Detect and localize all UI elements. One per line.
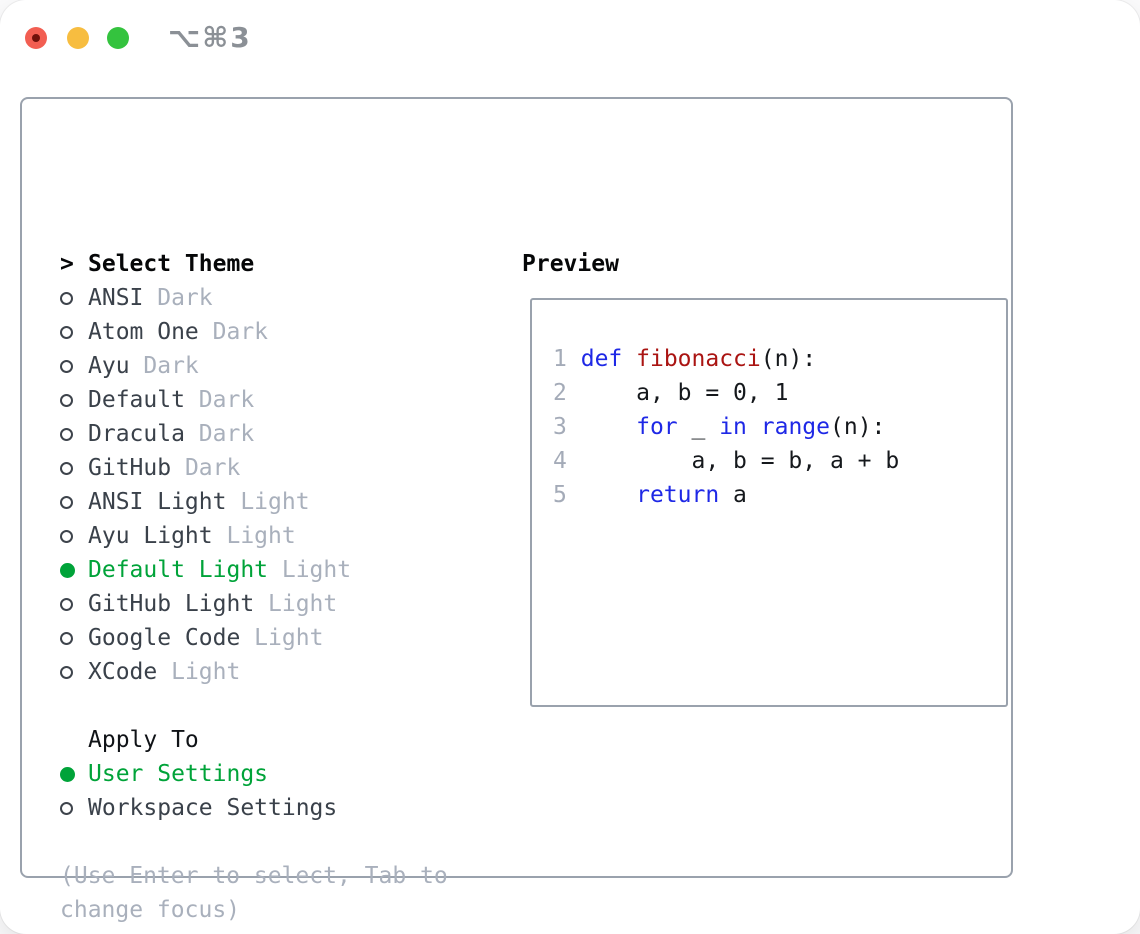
theme-option-default-light-light-label: Default Light <box>88 557 269 583</box>
spacer-row <box>60 689 448 723</box>
theme-option-ayu-light-light[interactable]: Ayu Light Light <box>60 519 448 553</box>
theme-variant-label: Dark <box>198 319 269 345</box>
theme-option-ayu-light-light-label: Ayu Light <box>88 523 213 549</box>
blank-line <box>553 512 899 546</box>
code-line: 4 a, b = b, a + b <box>553 448 900 474</box>
radio-icon <box>60 427 88 441</box>
theme-option-default-dark[interactable]: Default Dark <box>60 383 448 417</box>
theme-option-default-dark-label: Default <box>88 387 185 413</box>
theme-option-ayu-dark[interactable]: Ayu Dark <box>60 349 448 383</box>
close-button[interactable] <box>25 27 47 49</box>
preview-pane: 1 def fibonacci(n): 2 a, b = 0, 1 3 for _ … <box>530 298 1008 707</box>
theme-option-github-light-light[interactable]: GitHub Light Light <box>60 587 448 621</box>
window-shortcut-label: ⌥⌘3 <box>168 21 252 54</box>
radio-icon <box>60 529 88 543</box>
unsaved-indicator-dot <box>32 34 40 42</box>
theme-option-xcode-light[interactable]: XCode Light <box>60 655 448 689</box>
theme-variant-label: Light <box>157 659 241 685</box>
apply-option-workspace-settings-label: Workspace Settings <box>88 795 338 821</box>
focus-caret-icon: > <box>60 251 74 277</box>
theme-option-default-light-light[interactable]: Default Light Light <box>60 553 448 587</box>
theme-option-ayu-dark-label: Ayu <box>88 353 130 379</box>
theme-variant-label: Dark <box>184 421 255 447</box>
theme-option-google-code-light[interactable]: Google Code Light <box>60 621 448 655</box>
preview-title: Preview <box>522 251 619 277</box>
radio-icon <box>60 393 88 407</box>
theme-option-xcode-light-label: XCode <box>88 659 158 685</box>
theme-option-atom-one-dark[interactable]: Atom One Dark <box>60 315 448 349</box>
apply-option-user-settings[interactable]: User Settings <box>60 757 448 791</box>
theme-list-title: > Select Theme <box>60 247 448 281</box>
radio-icon <box>60 461 88 475</box>
spacer-row <box>60 825 448 859</box>
minimize-button[interactable] <box>67 27 89 49</box>
theme-option-dracula-dark[interactable]: Dracula Dark <box>60 417 448 451</box>
theme-variant-label: Dark <box>129 353 199 379</box>
radio-icon <box>60 325 88 339</box>
theme-variant-label: Light <box>212 523 296 549</box>
radio-icon <box>60 665 88 679</box>
apply-option-workspace-settings[interactable]: Workspace Settings <box>60 791 448 825</box>
line-number: 1 <box>553 346 567 372</box>
radio-selected-icon <box>60 562 88 578</box>
radio-icon <box>60 801 88 815</box>
radio-selected-icon <box>60 766 88 782</box>
theme-option-dracula-dark-label: Dracula <box>88 421 185 447</box>
theme-option-ansi-dark[interactable]: ANSI Dark <box>60 281 448 315</box>
code-line: 2 a, b = 0, 1 <box>553 380 789 406</box>
apply-to-title: Apply To <box>60 723 448 757</box>
radio-icon <box>60 359 88 373</box>
preview-code-area: 1 def fibonacci(n): 2 a, b = 0, 1 3 for _ … <box>553 342 899 546</box>
line-number: 4 <box>553 448 567 474</box>
titlebar: ⌥⌘3 <box>0 0 1140 76</box>
zoom-button[interactable] <box>107 27 129 49</box>
apply-option-user-settings-label: User Settings <box>88 761 269 787</box>
code-line: 1 def fibonacci(n): <box>553 346 817 372</box>
theme-option-github-dark-label: GitHub <box>88 455 172 481</box>
theme-variant-label: Dark <box>143 285 213 311</box>
help-text-line: change focus) <box>60 897 241 923</box>
theme-option-google-code-light-label: Google Code <box>88 625 241 651</box>
theme-option-ansi-light-light-label: ANSI Light <box>88 489 227 515</box>
theme-option-ansi-dark-label: ANSI <box>88 285 144 311</box>
theme-variant-label: Light <box>268 557 352 583</box>
radio-icon <box>60 291 88 305</box>
theme-variant-label: Light <box>254 591 338 617</box>
theme-variant-label: Dark <box>184 387 255 413</box>
theme-variant-label: Light <box>240 625 324 651</box>
apply-to-title-label: Apply To <box>88 727 199 753</box>
radio-icon <box>60 597 88 611</box>
theme-list-title-label: Select Theme <box>88 251 255 277</box>
code-line: 5 return a <box>553 482 747 508</box>
theme-option-github-dark[interactable]: GitHub Dark <box>60 451 448 485</box>
theme-option-atom-one-dark-label: Atom One <box>88 319 199 345</box>
theme-variant-label: Dark <box>171 455 241 481</box>
line-number: 2 <box>553 380 567 406</box>
line-number: 5 <box>553 482 567 508</box>
theme-option-github-light-light-label: GitHub Light <box>88 591 255 617</box>
help-text-line: (Use Enter to select, Tab to <box>60 863 448 889</box>
theme-variant-label: Light <box>226 489 310 515</box>
radio-icon <box>60 495 88 509</box>
theme-option-ansi-light-light[interactable]: ANSI Light Light <box>60 485 448 519</box>
radio-icon <box>60 631 88 645</box>
line-number: 3 <box>553 414 567 440</box>
code-line: 3 for _ in range(n): <box>553 414 886 440</box>
